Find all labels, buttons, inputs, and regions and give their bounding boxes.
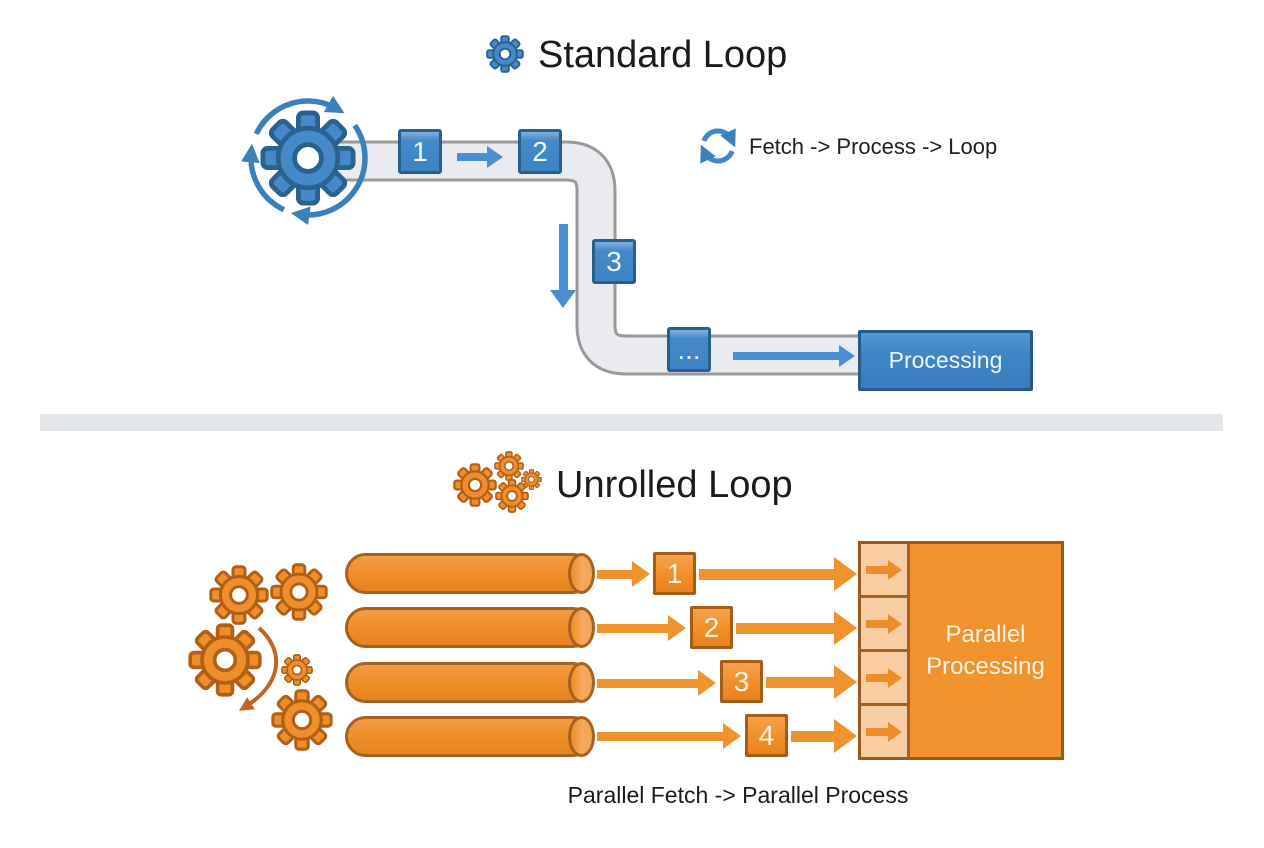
lane-box-3: 3: [720, 660, 763, 703]
section-divider: [40, 414, 1223, 431]
standard-loop-title: Standard Loop: [538, 34, 788, 76]
cell-arrow-icon: [866, 721, 902, 742]
gear-cluster-icon: [190, 564, 332, 750]
input-cell-1: [861, 544, 907, 598]
gear-icon: [487, 36, 523, 72]
lane-box-2: 2: [690, 606, 733, 649]
arrow-pipe3: [597, 670, 716, 696]
fetch-pipe-3: [345, 662, 595, 703]
fetch-pipe-4: [345, 716, 595, 757]
step-box-1: 1: [398, 129, 442, 174]
step-box-3: 3: [592, 239, 636, 284]
input-cell-4: [861, 706, 907, 757]
gears-icon: [454, 451, 542, 512]
step-box-ellipsis: ...: [667, 327, 711, 372]
lane-box-4: 4: [745, 714, 788, 757]
pipe-cap: [568, 607, 595, 648]
pipe-cap: [568, 553, 595, 594]
pipe-cap: [568, 716, 595, 757]
parallel-processing-box: Parallel Processing: [858, 541, 1064, 760]
input-cell-2: [861, 598, 907, 652]
arrow-to-processing: [733, 345, 855, 367]
input-cell-3: [861, 652, 907, 706]
lane-box-1: 1: [653, 552, 696, 595]
standard-loop-legend: Fetch -> Process -> Loop: [749, 134, 998, 159]
arrow-pipe2: [597, 615, 686, 641]
processing-label: Processing: [888, 347, 1003, 373]
arrow-lane2-to-processing: [736, 610, 857, 646]
arrow-pipe4: [597, 723, 741, 749]
refresh-icon: [700, 128, 736, 164]
parallel-label-line2: Processing: [926, 652, 1045, 680]
cell-arrow-icon: [866, 559, 902, 580]
fetch-pipe-2: [345, 607, 595, 648]
processing-box: Processing: [858, 330, 1033, 391]
input-strip: [861, 544, 910, 757]
parallel-label-line1: Parallel: [945, 621, 1026, 649]
unrolled-loop-title: Unrolled Loop: [556, 464, 793, 506]
parallel-processing-label: Parallel Processing: [910, 544, 1061, 757]
loop-gear-icon: [241, 95, 368, 225]
cell-arrow-icon: [866, 613, 902, 634]
unrolled-loop-caption: Parallel Fetch -> Parallel Process: [567, 782, 909, 808]
arrow-down: [550, 224, 576, 308]
rotation-arrow: [238, 626, 279, 711]
arrow-step1-to-step2: [457, 146, 503, 168]
arrow-pipe1: [597, 561, 650, 587]
step-box-2: 2: [518, 129, 562, 174]
arrow-lane1-to-processing: [699, 556, 857, 592]
fetch-pipe-1: [345, 553, 595, 594]
arrow-lane4-to-processing: [791, 718, 857, 754]
arrow-lane3-to-processing: [766, 664, 857, 700]
cell-arrow-icon: [866, 667, 902, 688]
pipe-cap: [568, 662, 595, 703]
cycle-arrows-icon: [241, 95, 368, 225]
